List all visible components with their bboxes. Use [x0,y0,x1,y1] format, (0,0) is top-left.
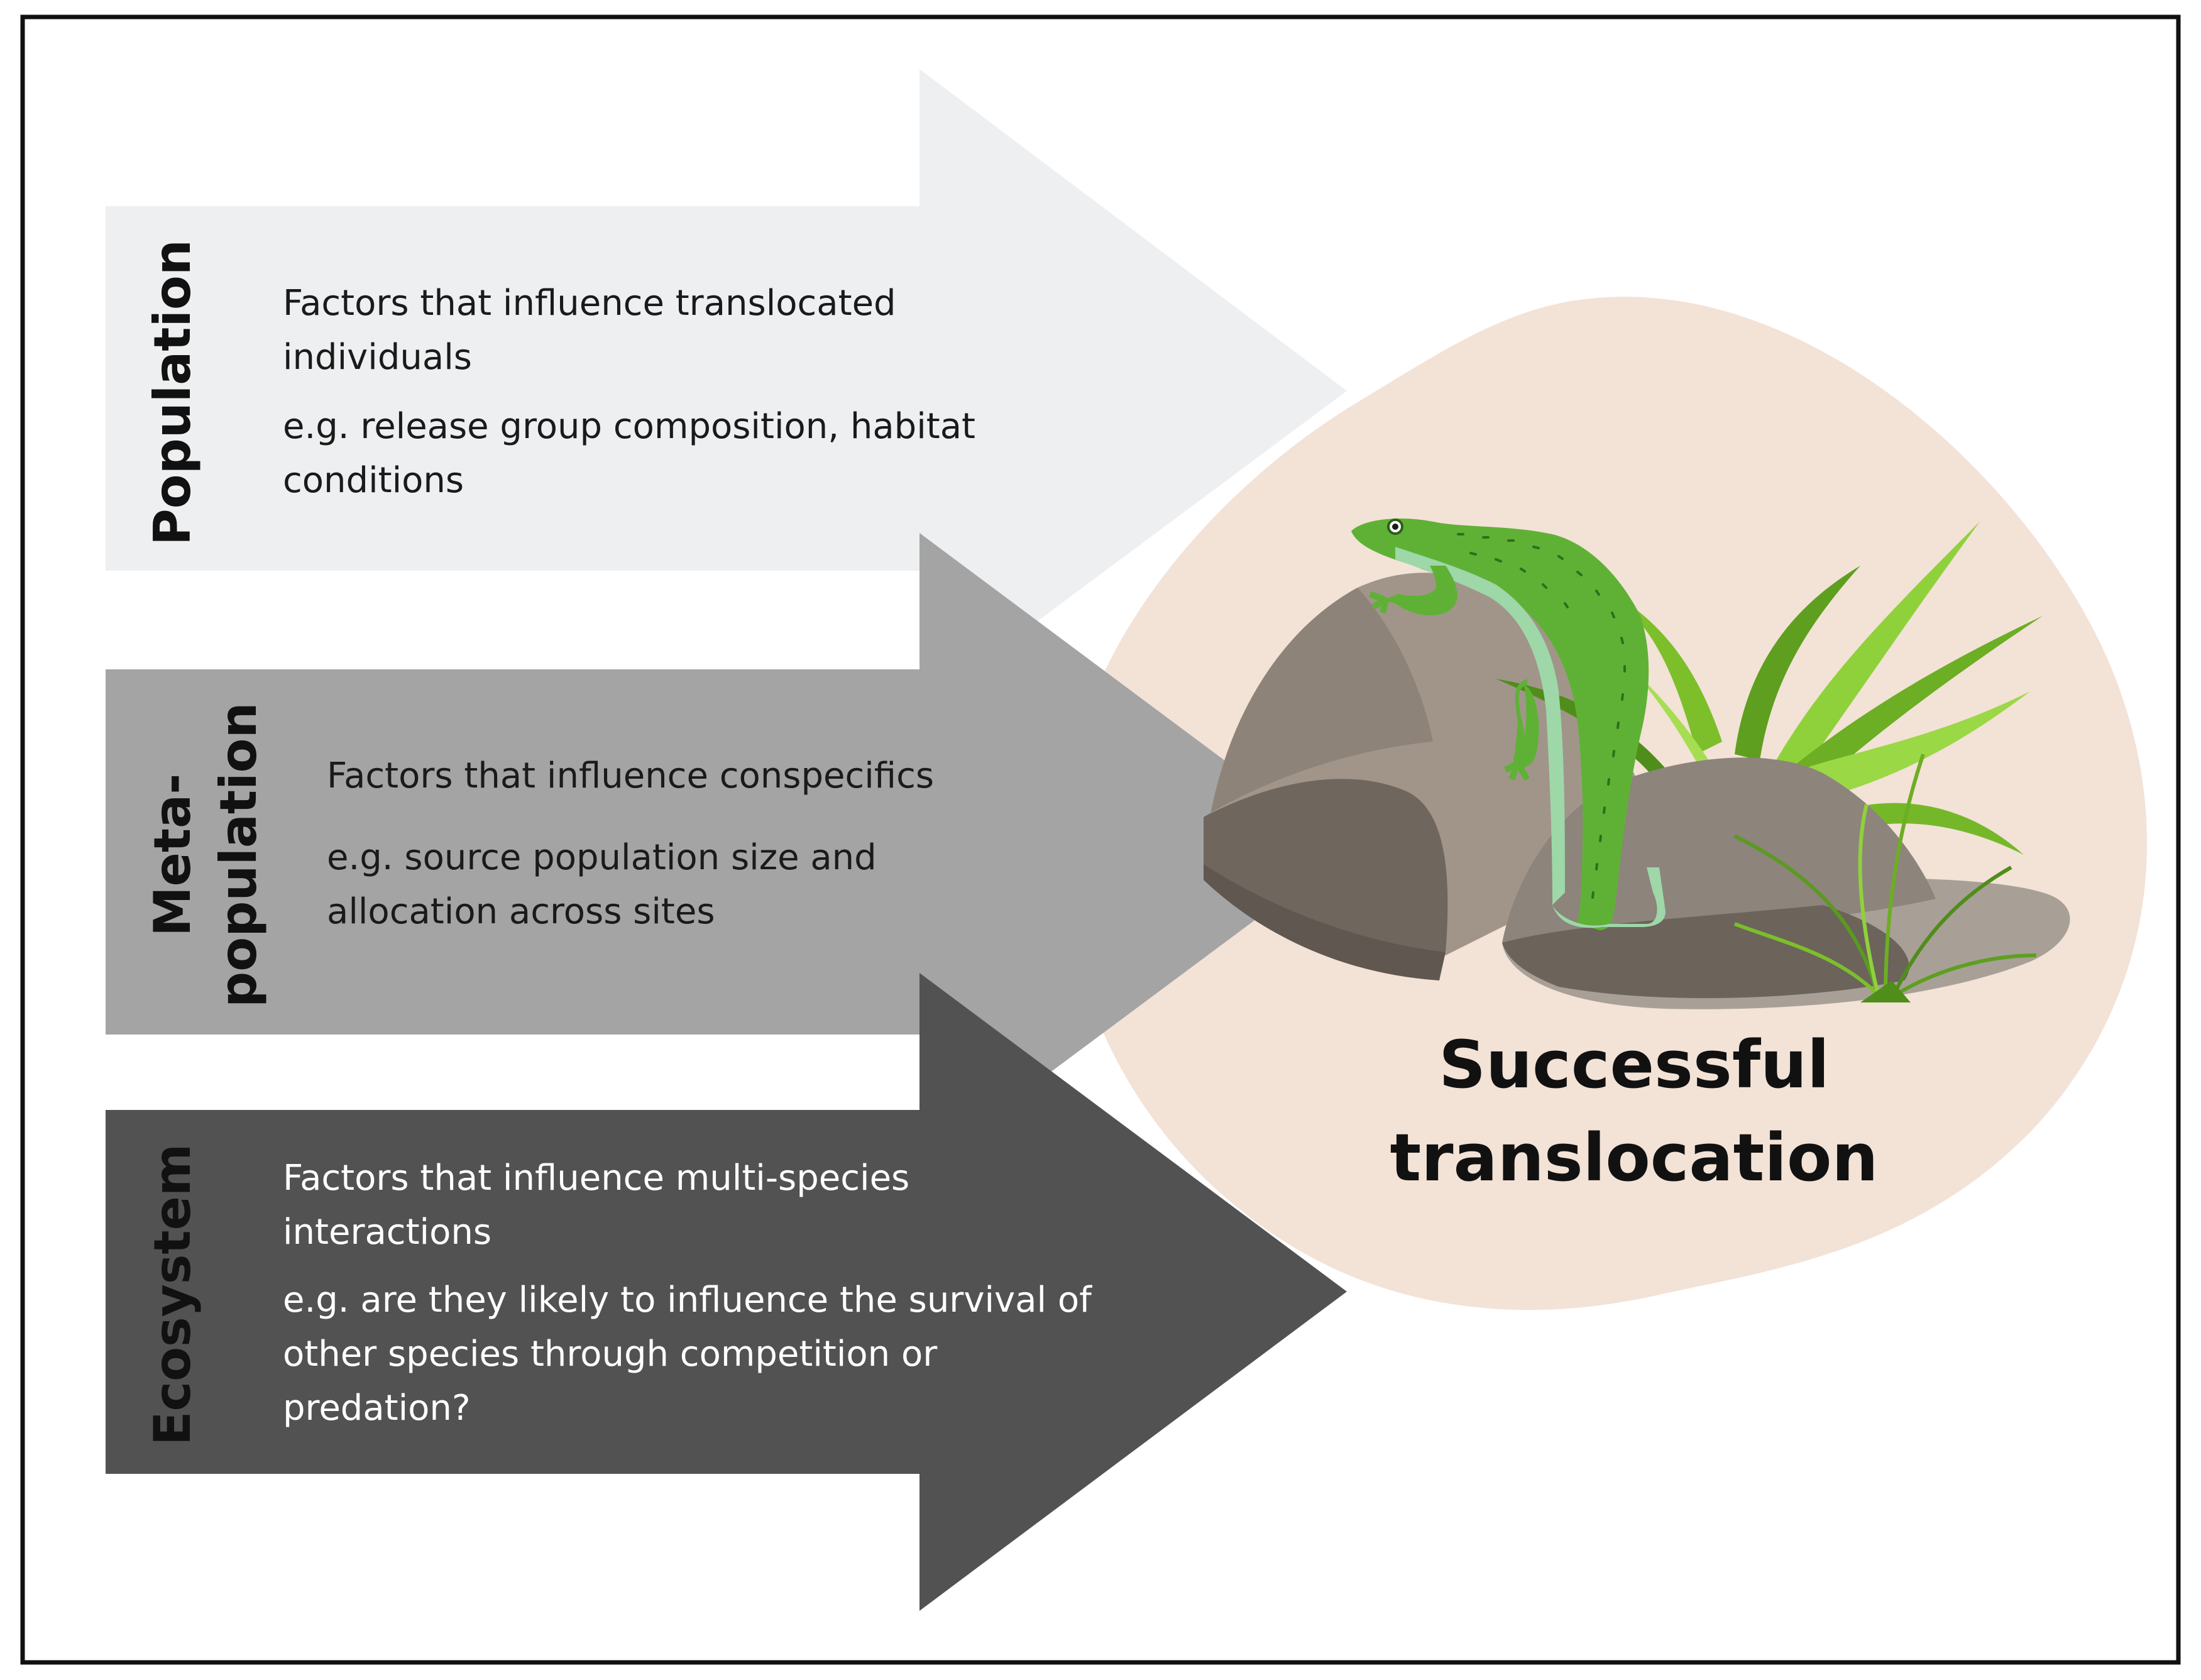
ecosystem-description: Factors that influence multi-species int… [283,1151,909,1260]
outcome-title: Successful translocation [1326,1018,1942,1204]
metapopulation-title-line1: Meta- [143,773,202,936]
population-desc-line: individuals [283,337,472,378]
population-desc-line: Factors that influence translocated [283,283,896,324]
lizard-icon [1351,519,1666,930]
ecosystem-title: Ecosystem [143,1143,202,1446]
ecosystem-example-line: predation? [283,1388,471,1429]
metapopulation-title-line2: population [209,702,268,1007]
metapopulation-example-line: e.g. source population size and [327,837,877,878]
front-grass-icon [1733,754,2037,1002]
population-title: Population [143,239,202,546]
ecosystem-example-line: other species through competition or [283,1334,938,1375]
population-example-line: conditions [283,460,464,501]
population-description: Factors that influence translocated indi… [283,277,896,385]
population-arrow [106,69,1347,709]
population-example-line: e.g. release group composition, habitat [283,406,976,447]
ecosystem-example: e.g. are they likely to influence the su… [283,1273,1092,1436]
metapopulation-example: e.g. source population size and allocati… [327,831,877,939]
ecosystem-desc-line: interactions [283,1212,492,1253]
metapopulation-arrow [106,533,1347,1170]
lizard-on-rocks-illustration [1204,519,2070,1009]
metapopulation-desc-line: Factors that influence conspecifics [327,755,935,796]
outcome-title-line: Successful [1439,1026,1830,1103]
outcome-title-line: translocation [1390,1119,1879,1196]
grass-icon [1496,522,2043,855]
metapopulation-example-line: allocation across sites [327,891,715,932]
metapopulation-description: Factors that influence conspecifics [327,749,934,803]
ecosystem-arrow [106,973,1347,1611]
ecosystem-desc-line: Factors that influence multi-species [283,1158,910,1199]
ecosystem-example-line: e.g. are they likely to influence the su… [283,1280,1092,1320]
population-example: e.g. release group composition, habitat … [283,400,975,508]
